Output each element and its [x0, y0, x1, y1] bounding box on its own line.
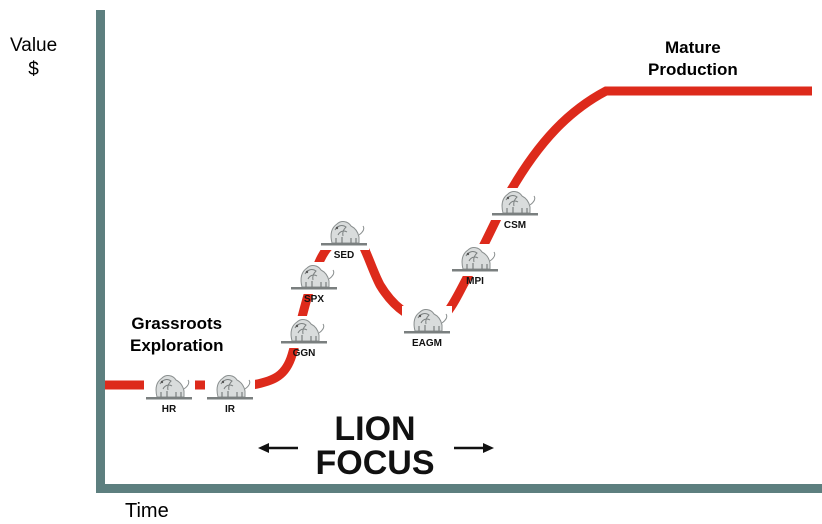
company-marker-csm: CSM [487, 188, 543, 234]
company-marker-spx: SPX [286, 262, 342, 308]
company-code-ir: IR [225, 404, 235, 415]
company-marker-hr: HR [141, 372, 197, 418]
x-axis-label: Time [125, 500, 169, 522]
y-axis-label-line1: Value [10, 35, 58, 56]
mature-line1: Mature [664, 38, 721, 57]
company-marker-sed: SED [316, 218, 372, 264]
lion-focus-line1: LION [334, 410, 416, 448]
lion-logo-icon [204, 372, 256, 404]
arrow-right-icon [454, 443, 494, 453]
lion-logo-icon [401, 306, 453, 338]
lion-focus-line2: FOCUS [315, 444, 435, 482]
company-code-hr: HR [161, 404, 177, 415]
lion-logo-icon [288, 262, 340, 294]
company-code-sed: SED [333, 250, 355, 261]
lion-logo-icon [143, 372, 195, 404]
lion-focus-callout: LION FOCUS [250, 412, 500, 482]
company-code-csm: CSM [503, 220, 527, 231]
company-marker-eagm: EAGM [399, 306, 455, 352]
grassroots-line2: Exploration [130, 336, 224, 355]
x-axis [96, 484, 822, 493]
y-axis-label-line2: $ [28, 59, 39, 80]
lion-logo-icon [489, 188, 541, 220]
mature-line2: Production [648, 60, 738, 79]
lion-logo-icon [449, 244, 501, 276]
y-axis [96, 10, 105, 493]
company-marker-ir: IR [202, 372, 258, 418]
grassroots-line1: Grassroots [131, 314, 223, 333]
y-axis-label: Value $ [10, 34, 57, 82]
lion-logo-icon [278, 316, 330, 348]
stage-mature-production: Mature Production [648, 37, 738, 81]
company-marker-ggn: GGN [276, 316, 332, 362]
stage-grassroots-exploration: Grassroots Exploration [130, 313, 224, 357]
company-code-ggn: GGN [292, 348, 316, 359]
lion-logo-icon [318, 218, 370, 250]
company-code-spx: SPX [303, 294, 324, 305]
company-marker-mpi: MPI [447, 244, 503, 290]
company-code-mpi: MPI [466, 276, 484, 287]
arrow-left-icon [258, 443, 298, 453]
company-code-eagm: EAGM [412, 338, 442, 349]
lion-focus-text: LION FOCUS [250, 412, 500, 480]
